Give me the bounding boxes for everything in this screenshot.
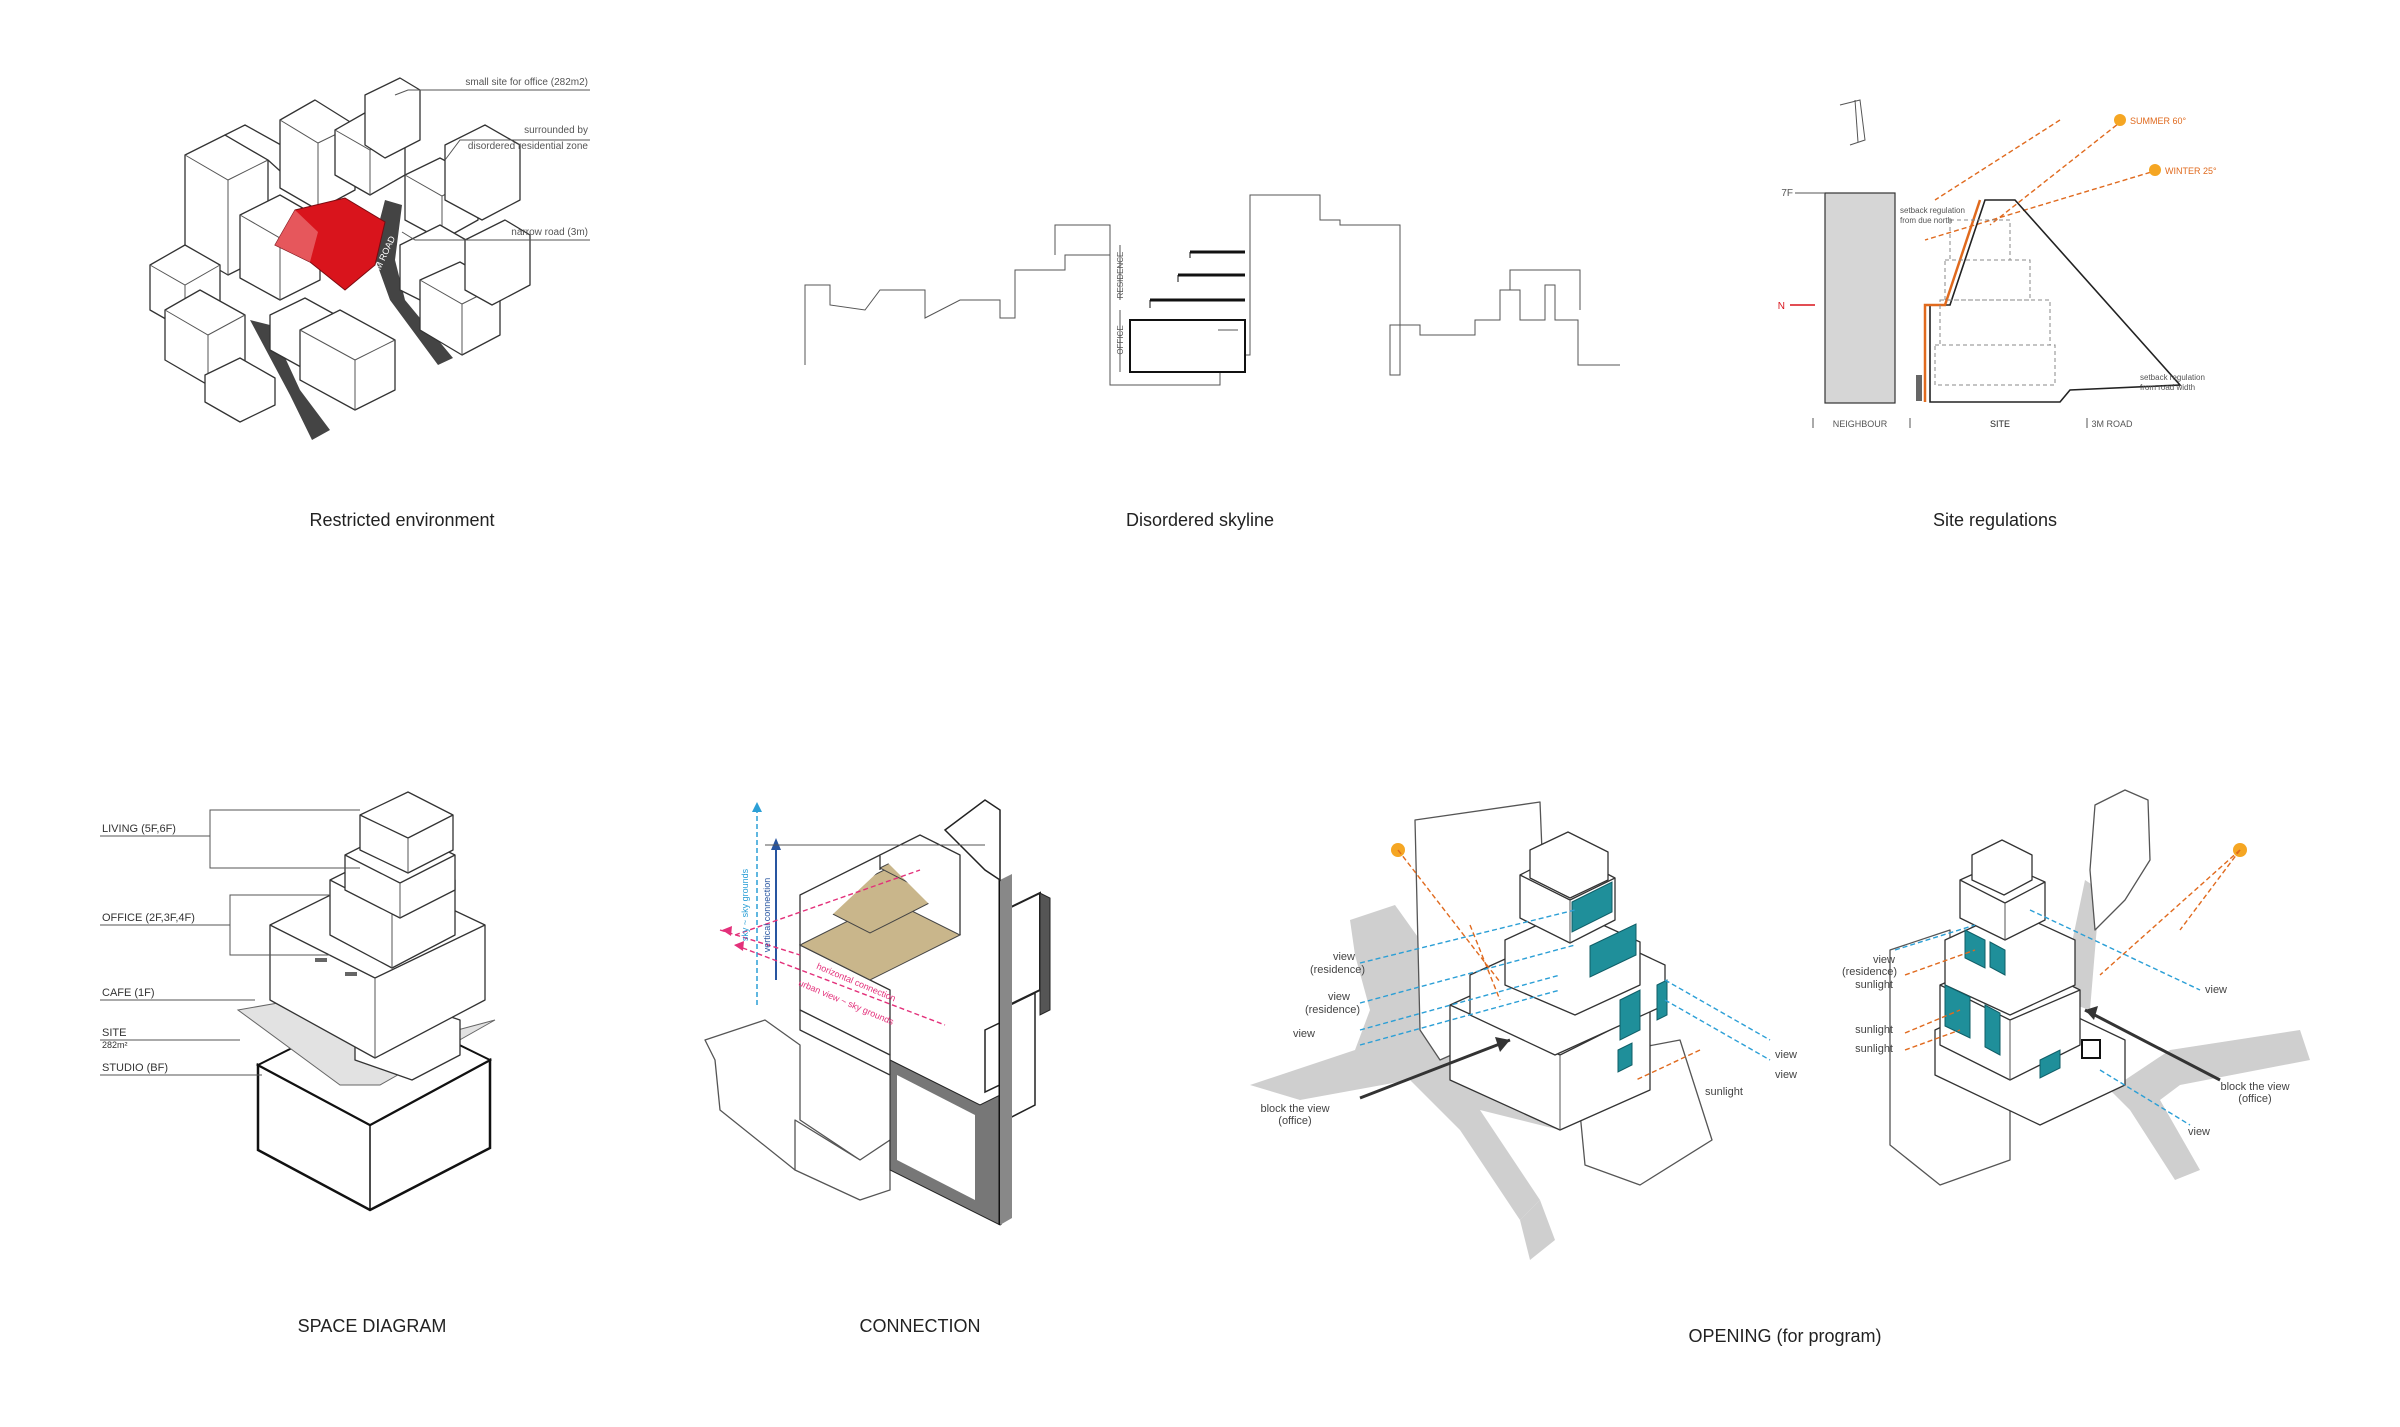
sky-grounds-label: sky ~ sky grounds xyxy=(740,868,750,941)
skyline-right-back xyxy=(1509,269,1581,310)
leader-small-site xyxy=(394,89,590,96)
site-regulations-panel: 7F N SUMMER 60° WINTER 25° setback regul… xyxy=(1778,99,2217,530)
window-office-2 xyxy=(1656,979,1668,1021)
skyline-back xyxy=(1054,224,1111,255)
setback-line xyxy=(1923,199,1982,402)
disordered-skyline-panel: RESIDENCE OFFICE Disordered skyline xyxy=(804,194,1620,530)
label-site: SITE xyxy=(102,1027,126,1039)
window-right-office-2 xyxy=(1984,1004,2001,1056)
height-7f: 7F xyxy=(1781,188,1793,199)
label-site-area: 282m² xyxy=(102,1040,128,1050)
skyline-label-office: OFFICE xyxy=(1116,325,1125,354)
north-marker xyxy=(1839,99,1866,146)
label-living: LIVING (5F,6F) xyxy=(102,823,176,835)
ground-path-left xyxy=(1250,905,1565,1220)
left-block-view: block the view xyxy=(1260,1103,1329,1115)
right-block-office: (office) xyxy=(2238,1093,2271,1105)
caption-connection: CONNECTION xyxy=(860,1316,981,1336)
right-block-view: block the view xyxy=(2220,1081,2289,1093)
skyline-profile xyxy=(804,194,1620,386)
north-label: N xyxy=(1778,301,1785,312)
right-view-residence: (residence) xyxy=(1842,966,1897,978)
left-block-office: (office) xyxy=(1278,1115,1311,1127)
narrow-road xyxy=(372,200,453,365)
label-summer: SUMMER 60° xyxy=(2130,116,2187,126)
left-view-1: view xyxy=(1333,951,1355,963)
right-view-3: view xyxy=(2188,1126,2210,1138)
left-view-residence-1: (residence) xyxy=(1310,964,1365,976)
skyline-label-residence: RESIDENCE xyxy=(1116,252,1125,299)
caption-opening: OPENING (for program) xyxy=(1688,1326,1881,1346)
label-site: SITE xyxy=(1990,419,2010,429)
leader-narrow-road xyxy=(401,231,590,241)
setback-road-1: setback regulation xyxy=(2140,373,2205,382)
surrounding-buildings xyxy=(149,77,531,423)
window-office-1 xyxy=(1619,989,1641,1041)
label-winter: WINTER 25° xyxy=(2165,166,2217,176)
neighbour-tower-right xyxy=(2089,789,2151,931)
note-disordered: disordered residential zone xyxy=(468,141,589,152)
right-sunlight-3: sunlight xyxy=(1855,1043,1893,1055)
note-small-site: small site for office (282m2) xyxy=(465,77,588,88)
label-office: OFFICE (2F,3F,4F) xyxy=(102,912,195,924)
right-sunlight-1: sunlight xyxy=(1855,979,1893,991)
opening-right-diagram: view (residence) sunlight sunlight sunli… xyxy=(1842,789,2310,1186)
caption-space-diagram: SPACE DIAGRAM xyxy=(298,1316,447,1336)
right-view-1: view xyxy=(1873,954,1895,966)
note-narrow-road: narrow road (3m) xyxy=(511,227,588,238)
left-view-4: view xyxy=(1775,1049,1797,1061)
label-cafe: CAFE (1F) xyxy=(102,987,155,999)
sun-summer xyxy=(2114,114,2126,126)
setback-north-1: setback regulation xyxy=(1900,206,1965,215)
leader-surrounded xyxy=(444,139,590,161)
window-residence-1 xyxy=(1571,881,1613,933)
window-residence-2 xyxy=(1589,923,1637,978)
roof-canopy xyxy=(943,799,1001,882)
vertical-connection-label: vertical connection xyxy=(762,878,772,953)
space-diagram-panel: LIVING (5F,6F) OFFICE (2F,3F,4F) CAFE (1… xyxy=(100,791,496,1336)
left-view-5: view xyxy=(1775,1069,1797,1081)
neighbour-building xyxy=(1824,192,1896,404)
restricted-environment-panel: small site for office (282m2) surrounded… xyxy=(149,77,590,530)
note-surrounded: surrounded by xyxy=(524,125,588,136)
left-view-2: view xyxy=(1328,991,1350,1003)
caption-restricted-environment: Restricted environment xyxy=(309,510,494,530)
left-sunlight: sunlight xyxy=(1705,1086,1743,1098)
left-view-3: view xyxy=(1293,1028,1315,1040)
left-view-residence-2: (residence) xyxy=(1305,1004,1360,1016)
caption-site-regulations: Site regulations xyxy=(1933,510,2057,530)
caption-disordered-skyline: Disordered skyline xyxy=(1126,510,1274,530)
right-sunlight-2: sunlight xyxy=(1855,1024,1893,1036)
label-3m-road: 3M ROAD xyxy=(2091,419,2133,429)
setback-north-2: from due north xyxy=(1900,216,1952,225)
label-studio: STUDIO (BF) xyxy=(102,1062,168,1074)
window-right-residence xyxy=(1964,929,1986,969)
opening-left-diagram: view (residence) view (residence) view b… xyxy=(1250,801,1797,1260)
setback-road-2: from road width xyxy=(2140,383,2195,392)
label-neighbour: NEIGHBOUR xyxy=(1833,419,1888,429)
regulation-envelope xyxy=(1929,199,2182,403)
proposed-building-office xyxy=(1129,319,1246,373)
right-view-2: view xyxy=(2205,984,2227,996)
sun-winter xyxy=(2149,164,2161,176)
connection-panel: vertical connection sky ~ sky grounds ho… xyxy=(704,799,1051,1336)
